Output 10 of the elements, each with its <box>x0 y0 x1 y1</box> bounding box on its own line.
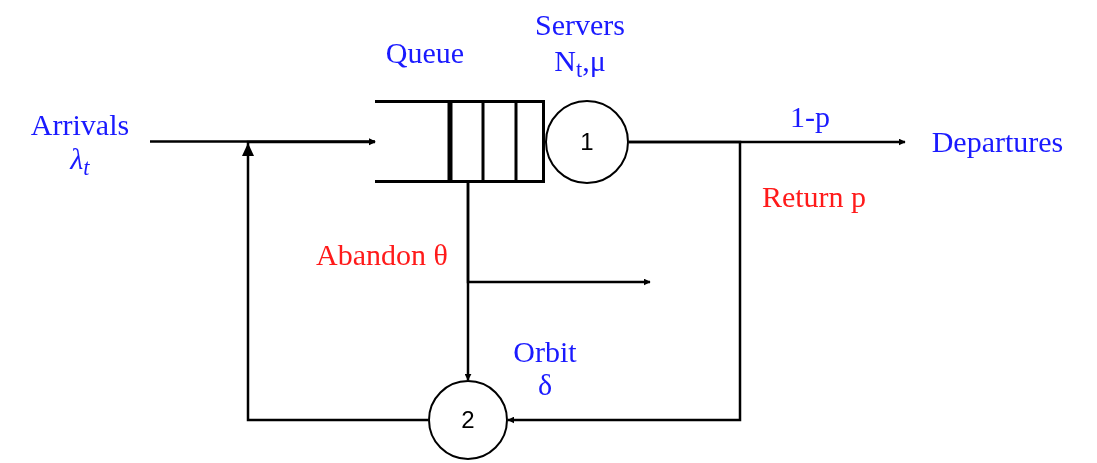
node-caption: Servers <box>534 8 626 42</box>
rate-symbol: N$_{t}$,μ <box>553 44 607 78</box>
node-caption: Orbit <box>512 335 578 369</box>
node-label: Arrivals <box>30 108 130 142</box>
node-number: 1 <box>580 127 594 157</box>
rate-symbol: λ$_{t}$ <box>70 142 90 176</box>
node-label: Departures <box>931 125 1064 159</box>
queue-label: Queue <box>384 36 466 70</box>
node-number: 2 <box>461 405 475 435</box>
rate-symbol: δ <box>536 368 554 402</box>
